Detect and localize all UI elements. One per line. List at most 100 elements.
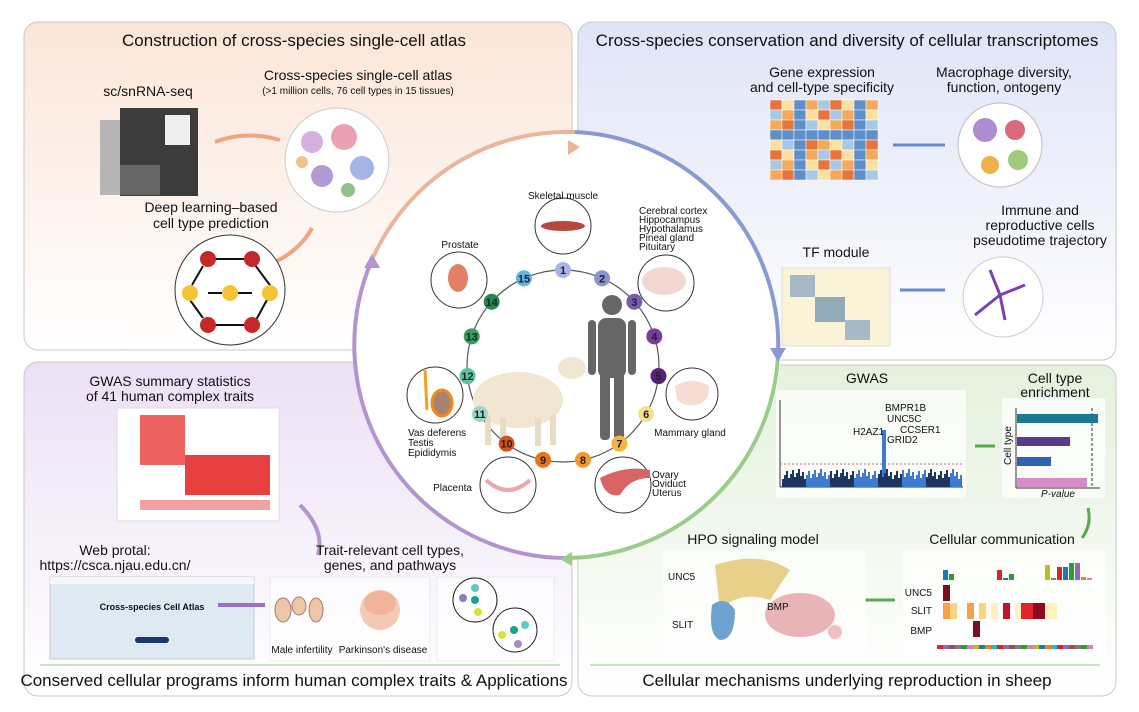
macrophage-label: Macrophage diversity, [936, 64, 1072, 80]
node-circle [638, 406, 655, 422]
comm-bar [1087, 578, 1092, 580]
tissue-label: Epididymis [408, 448, 456, 459]
manhattan-mark [940, 471, 942, 487]
celltype-strip [1015, 645, 1021, 649]
tissue-brain: Cerebral cortex Hippocampus Hypothalamus… [637, 206, 707, 312]
node-label: 5 [655, 371, 661, 383]
web-portal-label: Web protal: [79, 542, 150, 558]
web-portal-url[interactable]: https://csca.njau.edu.cn/ [40, 557, 191, 573]
heatmap-cell [793, 149, 807, 161]
manhattan-mark [938, 475, 940, 487]
heatmap-cell [769, 159, 783, 171]
node-circle [498, 435, 515, 452]
manhattan-mark [936, 479, 938, 487]
tissue-muscle: Skeletal muscle [528, 191, 598, 255]
node-circle [535, 451, 552, 468]
enrichment-bar-chart [1002, 398, 1105, 498]
manhattan-mark [946, 470, 948, 487]
manhattan-mark [920, 478, 922, 487]
tissue-node: 13 [463, 328, 480, 345]
comm-bar [943, 570, 948, 580]
sequencer-illustration [100, 108, 198, 196]
arrow [298, 503, 322, 556]
manhattan-mark [882, 477, 884, 487]
comm-bar [1075, 563, 1080, 580]
manhattan-mark [850, 475, 852, 487]
node-circle [611, 435, 628, 452]
manhattan-mark [942, 478, 944, 487]
node-circle [459, 368, 476, 385]
heatmap-cell [829, 129, 843, 141]
sperm-cells-icon [274, 596, 324, 623]
heatmap-cell [853, 119, 867, 131]
node-circle [555, 262, 571, 278]
heat-cell [950, 603, 957, 619]
celltype-strip [937, 645, 943, 649]
gene-label: CCSER1 [900, 425, 941, 436]
seq-label: sc/snRNA-seq [103, 83, 192, 99]
communication-title: Cellular communication [929, 531, 1075, 547]
heatmap-cell [805, 159, 819, 171]
node-label: 2 [599, 273, 605, 285]
heatmap-cell [865, 169, 879, 181]
manhattan-mark [856, 474, 858, 487]
manhattan-mark [922, 474, 924, 487]
comm-bar [1009, 574, 1014, 580]
tf-module-heatmap [781, 267, 891, 347]
heatmap-cell [805, 149, 819, 161]
heatmap-cell [769, 169, 783, 181]
manhattan-mark [786, 471, 788, 487]
heatmap-cell [817, 129, 831, 141]
node-circle [646, 328, 663, 345]
manhattan-mark [830, 471, 832, 487]
manhattan-mark [924, 470, 926, 487]
axis-label: P-value [1041, 489, 1075, 500]
celltype-strip [1033, 645, 1039, 649]
dl-label: Deep learning–based [144, 199, 277, 215]
manhattan-mark [802, 472, 804, 487]
enrichment-title: enrichment [1020, 384, 1089, 400]
gene-label: H2AZ1 [853, 427, 885, 438]
heatmap-cell [829, 149, 843, 161]
male-infertility-label: Male infertility [271, 645, 332, 656]
brain-head-icon [360, 590, 400, 630]
node-label: 15 [518, 273, 530, 285]
heatmap-cell [817, 169, 831, 181]
heatmap-cell [829, 99, 843, 111]
tf-module-label: TF module [803, 244, 870, 260]
tissue-node: 8 [574, 451, 591, 468]
celltype-strip [967, 645, 973, 649]
manhattan-mark [896, 471, 898, 487]
manhattan-mark [948, 477, 950, 487]
tissue-node: 3 [626, 293, 643, 310]
heatmap-cell [829, 119, 843, 131]
tissue-label: Hypothalamus [639, 224, 703, 235]
disease-box [269, 576, 431, 662]
trait-label: Trait-relevant cell types, [316, 542, 464, 558]
manhattan-mark [824, 472, 826, 487]
celltype-strip [1039, 645, 1045, 649]
manhattan-mark [836, 470, 838, 487]
tissue-label: Pituitary [639, 242, 675, 253]
heat-cell [1045, 603, 1057, 619]
heatmap-cell [865, 119, 879, 131]
node-label: 10 [500, 439, 512, 451]
node-circle [574, 451, 591, 468]
heatmap-cell [817, 99, 831, 111]
tissue-label: Testis [408, 438, 434, 449]
web-portal-screenshot[interactable]: Cross-species Cell Atlas [49, 576, 255, 660]
heat-cell [943, 603, 950, 619]
manhattan-mark [880, 470, 882, 487]
manhattan-mark [800, 476, 802, 487]
arrowhead [770, 348, 786, 362]
heatmap-cell [841, 169, 855, 181]
heatmap-cell [817, 119, 831, 131]
panel-title: Cross-species conservation and diversity… [596, 31, 1099, 50]
row-label: BMP [910, 626, 932, 637]
manhattan-mark [842, 469, 844, 487]
web-screenshot-title: Cross-species Cell Atlas [100, 602, 205, 612]
celltype-strip [997, 645, 1003, 649]
heatmap-cell [781, 119, 795, 131]
manhattan-mark [944, 474, 946, 487]
